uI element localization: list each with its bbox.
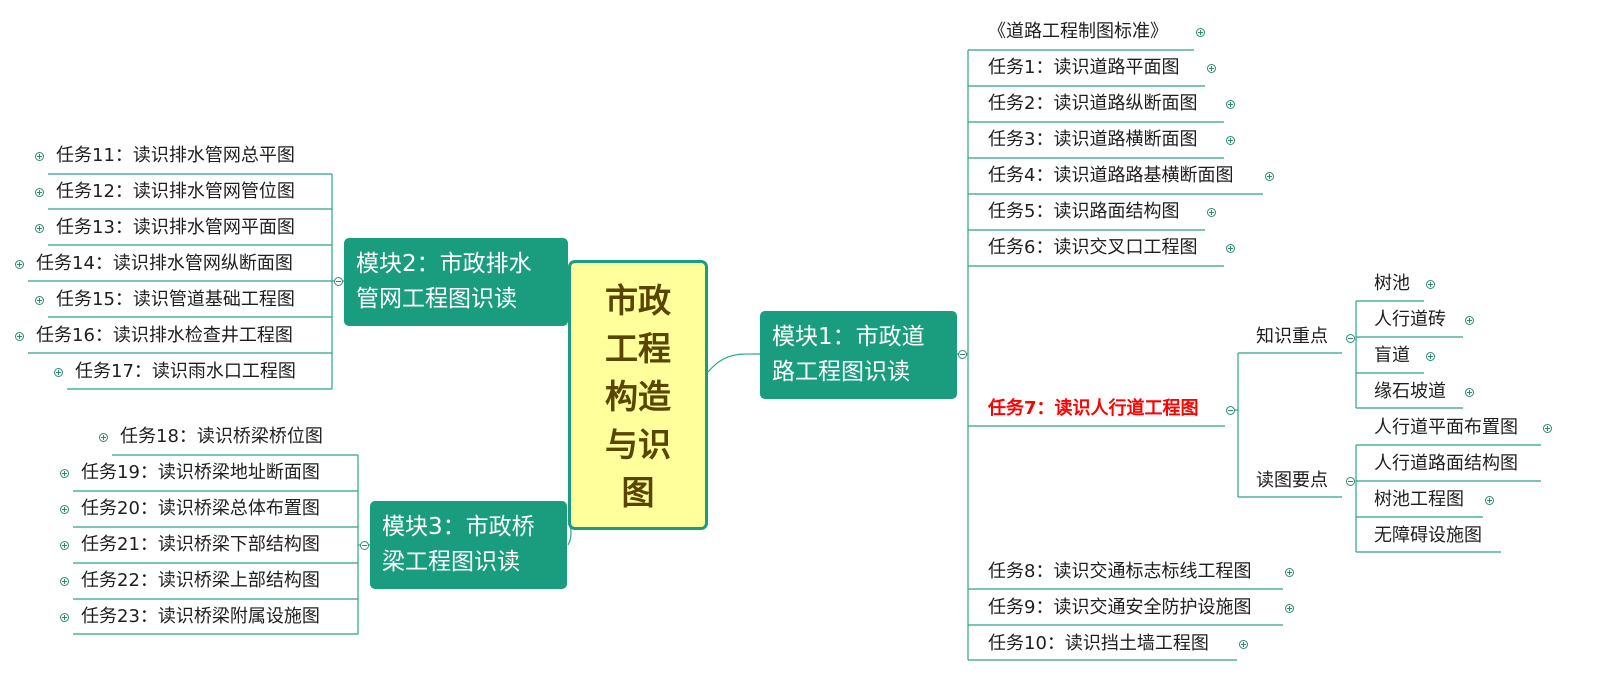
module2-title-line: 模块2：市政排水 — [356, 251, 532, 277]
module3-topic[interactable]: 模块3：市政桥 梁工程图识读 — [370, 501, 567, 589]
expand-icon[interactable] — [1207, 208, 1216, 217]
module2-title-line: 管网工程图识读 — [356, 286, 517, 312]
module3-item[interactable]: 任务22：读识桥梁上部结构图 — [81, 570, 320, 591]
expand-icon[interactable] — [35, 224, 44, 233]
reading-points-label[interactable]: 读图要点 — [1256, 470, 1328, 491]
module2-item[interactable]: 任务11：读识排水管网总平图 — [56, 145, 295, 166]
expand-icon[interactable] — [1265, 172, 1274, 181]
knowledge-item[interactable]: 缘石坡道 — [1374, 381, 1446, 402]
collapse-icon[interactable] — [958, 350, 967, 359]
knowledge-item[interactable]: 树池 — [1374, 273, 1410, 294]
collapse-icon[interactable] — [1346, 477, 1355, 486]
expand-icon[interactable] — [1485, 496, 1494, 505]
knowledge-points-label[interactable]: 知识重点 — [1256, 326, 1328, 347]
module1-item[interactable]: 任务9：读识交通安全防护设施图 — [988, 597, 1252, 618]
module3-item[interactable]: 任务19：读识桥梁地址断面图 — [81, 462, 320, 483]
expand-icon[interactable] — [1207, 64, 1216, 73]
knowledge-item[interactable]: 人行道砖 — [1374, 309, 1446, 330]
knowledge-item[interactable]: 盲道 — [1374, 345, 1410, 366]
module1-title-line: 模块1：市政道 — [772, 324, 925, 350]
expand-icon[interactable] — [1543, 424, 1552, 433]
module1-item[interactable]: 任务4：读识道路路基横断面图 — [988, 165, 1234, 186]
central-topic[interactable]: 市政 工程 构造 与识 图 — [568, 260, 708, 530]
expand-icon[interactable] — [60, 505, 69, 514]
expand-icon[interactable] — [1465, 316, 1474, 325]
module3-item[interactable]: 任务20：读识桥梁总体布置图 — [81, 498, 320, 519]
expand-icon[interactable] — [1226, 100, 1235, 109]
module1-item[interactable]: 任务8：读识交通标志标线工程图 — [988, 561, 1252, 582]
module2-item[interactable]: 任务14：读识排水管网纵断面图 — [36, 253, 293, 274]
collapse-icon[interactable] — [1346, 334, 1355, 343]
module3-item[interactable]: 任务18：读识桥梁桥位图 — [120, 426, 323, 447]
module1-item[interactable]: 《道路工程制图标准》 — [988, 21, 1168, 42]
expand-icon[interactable] — [60, 541, 69, 550]
reading-item[interactable]: 树池工程图 — [1374, 489, 1464, 510]
expand-icon[interactable] — [60, 577, 69, 586]
expand-icon[interactable] — [1285, 568, 1294, 577]
expand-icon[interactable] — [1196, 28, 1205, 37]
module2-item[interactable]: 任务16：读识排水检查井工程图 — [36, 325, 293, 346]
expand-icon[interactable] — [60, 469, 69, 478]
central-topic-line: 市政 — [605, 281, 671, 320]
expand-icon[interactable] — [60, 613, 69, 622]
expand-icon[interactable] — [99, 433, 108, 442]
collapse-icon[interactable] — [1226, 406, 1235, 415]
expand-icon[interactable] — [15, 332, 24, 341]
module3-title-line: 模块3：市政桥 — [382, 514, 535, 540]
central-topic-line: 构造 — [605, 377, 671, 416]
expand-icon[interactable] — [1239, 640, 1248, 649]
expand-icon[interactable] — [1465, 388, 1474, 397]
module1-item[interactable]: 任务6：读识交叉口工程图 — [988, 237, 1198, 258]
module3-title-line: 梁工程图识读 — [382, 549, 520, 575]
module1-topic[interactable]: 模块1：市政道 路工程图识读 — [760, 311, 957, 399]
collapse-icon[interactable] — [334, 277, 343, 286]
expand-icon[interactable] — [1426, 280, 1435, 289]
module1-item[interactable]: 任务10：读识挡土墙工程图 — [988, 633, 1209, 654]
module2-topic[interactable]: 模块2：市政排水 管网工程图识读 — [344, 238, 568, 326]
expand-icon[interactable] — [1226, 136, 1235, 145]
module1-title-line: 路工程图识读 — [772, 359, 910, 385]
module1-item[interactable]: 任务1：读识道路平面图 — [988, 57, 1180, 78]
expand-icon[interactable] — [35, 152, 44, 161]
module3-item[interactable]: 任务21：读识桥梁下部结构图 — [81, 534, 320, 555]
expand-icon[interactable] — [1426, 352, 1435, 361]
module1-item[interactable]: 任务2：读识道路纵断面图 — [988, 93, 1198, 114]
module1-item[interactable]: 任务3：读识道路横断面图 — [988, 129, 1198, 150]
expand-icon[interactable] — [35, 188, 44, 197]
central-topic-line: 工程 — [605, 329, 671, 368]
central-topic-line: 图 — [621, 473, 655, 512]
module2-item[interactable]: 任务15：读识管道基础工程图 — [56, 289, 295, 310]
module3-item[interactable]: 任务23：读识桥梁附属设施图 — [81, 606, 320, 627]
expand-icon[interactable] — [15, 260, 24, 269]
reading-item[interactable]: 人行道路面结构图 — [1374, 453, 1518, 474]
expand-icon[interactable] — [1226, 244, 1235, 253]
expand-icon[interactable] — [35, 296, 44, 305]
reading-item[interactable]: 无障碍设施图 — [1374, 525, 1482, 546]
module2-item[interactable]: 任务13：读识排水管网平面图 — [56, 217, 295, 238]
module1-item[interactable]: 任务5：读识路面结构图 — [988, 201, 1180, 222]
collapse-icon[interactable] — [360, 541, 369, 550]
central-topic-line: 与识 — [605, 425, 671, 464]
module2-item[interactable]: 任务17：读识雨水口工程图 — [75, 361, 296, 382]
expand-icon[interactable] — [1285, 604, 1294, 613]
expand-icon[interactable] — [54, 368, 63, 377]
module1-item-highlighted[interactable]: 任务7：读识人行道工程图 — [988, 398, 1199, 419]
reading-item[interactable]: 人行道平面布置图 — [1374, 417, 1518, 438]
module2-item[interactable]: 任务12：读识排水管网管位图 — [56, 181, 295, 202]
